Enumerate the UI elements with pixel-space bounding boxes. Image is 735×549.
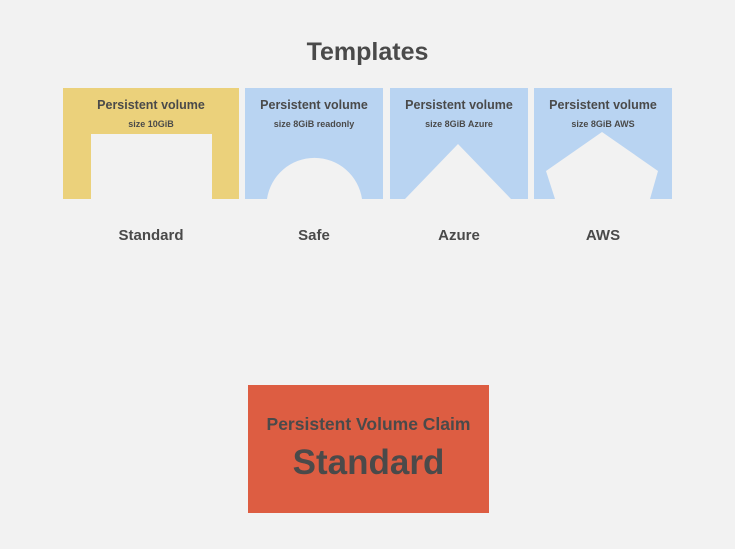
template-name-safe: Safe	[298, 227, 330, 244]
triangle-notch-shape	[390, 88, 528, 199]
template-size: size 8GiB readonly	[273, 119, 355, 129]
template-name-aws: AWS	[585, 227, 621, 244]
template-heading: Persistent volume	[405, 98, 513, 112]
template-size: size 10GiB	[128, 119, 174, 129]
claim-class: Standard	[292, 443, 445, 482]
template-heading: Persistent volume	[97, 98, 205, 112]
template-size: size 8GiB Azure	[425, 119, 493, 129]
page-title: Templates	[306, 38, 429, 66]
round-notch-shape	[245, 88, 383, 199]
template-aws: Persistent volume size 8GiB AWS	[534, 88, 672, 199]
template-heading: Persistent volume	[549, 98, 657, 112]
square-notch-shape	[63, 88, 239, 199]
template-name-azure: Azure	[438, 227, 480, 244]
template-azure: Persistent volume size 8GiB Azure	[390, 88, 528, 199]
template-name-standard: Standard	[118, 227, 184, 244]
template-size: size 8GiB AWS	[571, 119, 635, 129]
persistent-volume-claim: Persistent Volume Claim Standard	[248, 385, 489, 513]
template-safe: Persistent volume size 8GiB readonly	[245, 88, 383, 199]
template-standard: Persistent volume size 10GiB	[63, 88, 239, 199]
template-heading: Persistent volume	[260, 98, 368, 112]
pentagon-notch-shape	[534, 88, 672, 199]
claim-label: Persistent Volume Claim	[266, 414, 471, 434]
